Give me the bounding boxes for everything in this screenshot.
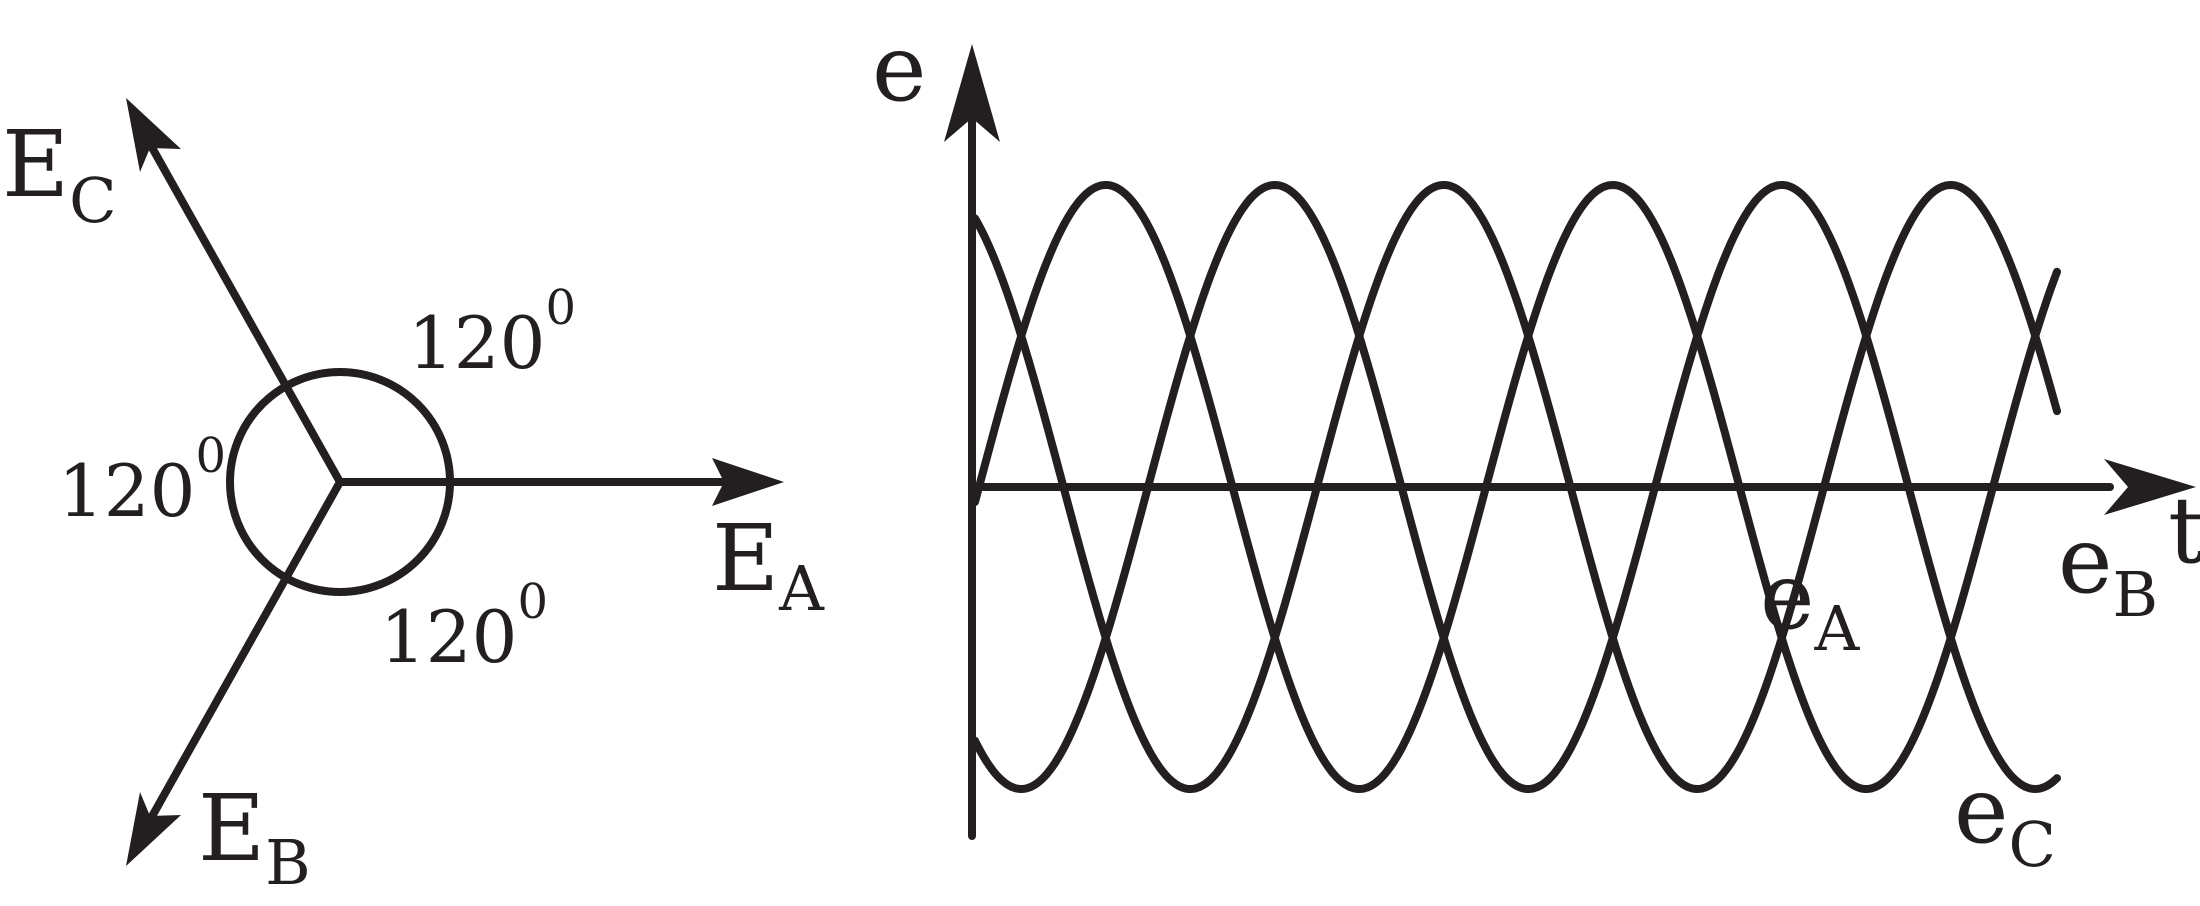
- phasor-diagram: EA EC EB 1200 1200 1200: [2, 98, 825, 899]
- phasor-label-ec-sub: C: [69, 164, 116, 237]
- angle-label-upper-unit: 0: [545, 280, 576, 336]
- x-axis-label: t: [2168, 477, 2200, 584]
- phasor-ec-line: [146, 140, 344, 486]
- angle-label-lower: 1200: [380, 574, 548, 679]
- curve-label-ec: eC: [1954, 757, 2056, 881]
- curve-label-ea-sub: A: [1813, 592, 1860, 665]
- phasor-label-ec-main: E: [2, 111, 69, 218]
- angle-label-upper-value: 120: [408, 301, 545, 385]
- phasor-eb-line: [146, 478, 344, 824]
- phasor-label-eb-sub: B: [265, 826, 311, 899]
- curve-eb: [971, 181, 2061, 793]
- phasor-label-eb: EB: [198, 775, 311, 899]
- curve-label-ec-sub: C: [2008, 808, 2055, 881]
- y-axis-arrowhead: [944, 44, 1000, 142]
- phasor-label-eb-main: E: [198, 775, 265, 882]
- phasor-ec-arrowhead: [126, 98, 181, 172]
- phasor-eb-arrowhead: [126, 792, 181, 866]
- curve-label-eb-main: e: [2058, 507, 2112, 614]
- x-axis-arrowhead: [2104, 459, 2196, 515]
- phasor-label-ea-main: E: [712, 505, 779, 612]
- curve-label-eb: eB: [2058, 507, 2158, 631]
- angle-label-left-value: 120: [58, 449, 195, 533]
- y-axis-label: e: [872, 15, 926, 122]
- curve-label-ec-main: e: [1954, 757, 2008, 864]
- phasor-label-ea: EA: [712, 505, 825, 625]
- curve-ea: [971, 181, 2061, 793]
- phasor-label-ea-sub: A: [778, 552, 825, 625]
- phasor-label-ec: EC: [2, 111, 117, 237]
- angle-label-upper: 1200: [408, 280, 576, 385]
- angle-label-left: 1200: [58, 428, 226, 533]
- angle-label-lower-value: 120: [380, 595, 517, 679]
- curve-label-ea-main: e: [1760, 543, 1814, 650]
- phasor-ea-arrowhead: [712, 458, 784, 506]
- angle-label-left-unit: 0: [195, 428, 226, 484]
- curve-label-eb-sub: B: [2112, 558, 2158, 631]
- waveform-plot: e t eA eB eC: [872, 15, 2200, 881]
- angle-label-lower-unit: 0: [517, 574, 548, 630]
- curve-ec: [971, 181, 2061, 793]
- curve-label-ea: eA: [1760, 543, 1860, 665]
